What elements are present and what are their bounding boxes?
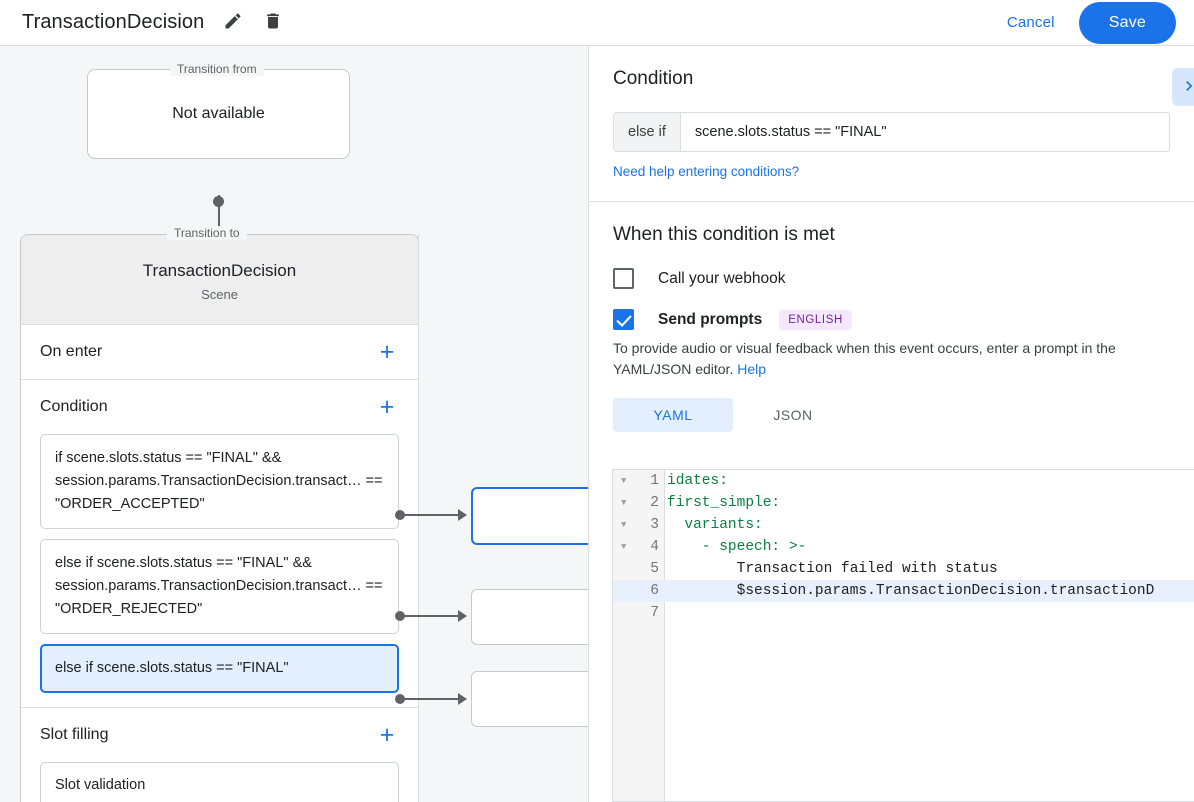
transition-from-value: Not available [172,105,265,122]
editor-line-number: 2 [650,495,659,511]
section-slot-filling: Slot filling + Slot validation [21,708,418,802]
chevron-right-icon [1179,76,1194,99]
pencil-icon [223,11,243,34]
editor-line-text: $session.params.TransactionDecision.tran… [667,583,1155,599]
editor-line-text: Transaction failed with status [667,561,998,577]
scene-card: TransactionDecision Scene On enter + Con… [20,234,419,802]
fold-triangle-icon[interactable]: ▼ [621,498,627,508]
transition-to-legend: Transition to [167,226,247,240]
editor-line-text: idates: [667,473,728,489]
prompts-description: To provide audio or visual feedback when… [613,338,1170,380]
edge-line [400,698,462,700]
condition-list-item[interactable]: if scene.slots.status == "FINAL" && sess… [40,434,399,529]
condition-list-item-selected[interactable]: else if scene.slots.status == "FINAL" [40,644,399,693]
editor-line-number: 7 [650,605,659,621]
webhook-row[interactable]: Call your webhook [613,268,1170,289]
editor-line[interactable]: 6 $session.params.TransactionDecision.tr… [613,580,1194,602]
tab-yaml[interactable]: YAML [613,398,733,432]
edge-arrowhead [458,509,467,521]
edit-name-button[interactable] [218,8,248,38]
trash-icon [263,11,283,34]
call-webhook-label: Call your webhook [658,269,786,287]
section-header-slot-filling: Slot filling + [21,708,418,762]
scene-card-header[interactable]: TransactionDecision Scene [21,235,418,325]
condition-prefix-label: else if [614,113,681,151]
send-prompts-label: Send prompts [658,310,763,328]
transition-target-box-active[interactable] [471,487,588,545]
edge-arrowhead [458,610,467,622]
save-button[interactable]: Save [1078,1,1176,44]
language-badge: ENGLISH [779,309,852,330]
cancel-button[interactable]: Cancel [995,6,1067,39]
editor-line-number: 6 [650,583,659,599]
editor-line-number-gutter [638,470,665,801]
editor-line-number: 5 [650,561,659,577]
condition-expression-input[interactable] [680,113,1169,151]
fold-triangle-icon[interactable]: ▼ [621,542,627,552]
transition-from-card[interactable]: Transition from Not available [87,62,350,159]
app-header: TransactionDecision Cancel Save [0,0,1194,46]
editor-line-text: - speech: >- [667,539,807,555]
editor-line-text: variants: [667,517,763,533]
editor-line-number: 1 [650,473,659,489]
section-header-condition: Condition + [21,380,418,434]
condition-section: Condition else if Need help entering con… [589,46,1194,202]
section-title-condition: Condition [40,398,108,415]
condition-heading: Condition [613,68,694,89]
scene-name: TransactionDecision [142,261,297,280]
edge-arrowhead [458,693,467,705]
edge-line [400,514,462,516]
canvas-guide-line [418,234,419,802]
editor-content[interactable]: ▼ 1 idates: ▼ 2 first_simple: ▼ 3 variants: ▼ 4 -… [613,470,1194,801]
editor-line-number: 3 [650,517,659,533]
delete-button[interactable] [258,8,288,38]
editor-line[interactable]: ▼ 1 idates: [613,470,1194,492]
when-condition-met-section: When this condition is met Call your web… [589,202,1194,464]
transition-from-legend: Transition from [170,62,264,76]
fold-triangle-icon[interactable]: ▼ [621,476,627,486]
condition-input-row: else if [613,112,1170,152]
condition-help-link[interactable]: Need help entering conditions? [613,164,800,179]
when-condition-met-heading: When this condition is met [613,224,835,245]
slot-validation-item[interactable]: Slot validation [40,762,399,802]
add-condition-button[interactable]: + [374,394,400,420]
yaml-editor[interactable]: ▼ 1 idates: ▼ 2 first_simple: ▼ 3 variants: ▼ 4 -… [612,469,1194,802]
editor-line[interactable]: 5 Transaction failed with status [613,558,1194,580]
condition-list-item[interactable]: else if scene.slots.status == "FINAL" &&… [40,539,399,634]
page-title: TransactionDecision [22,11,205,33]
editor-line[interactable]: ▼ 4 - speech: >- [613,536,1194,558]
editor-line-text: first_simple: [667,495,781,511]
call-webhook-checkbox[interactable] [613,268,634,289]
section-title-on-enter: On enter [40,343,103,360]
editor-line[interactable]: 7 [613,602,1194,624]
editor-line[interactable]: ▼ 3 variants: [613,514,1194,536]
fold-triangle-icon[interactable]: ▼ [621,520,627,530]
editor-fold-column [613,470,638,801]
send-prompts-row[interactable]: Send prompts ENGLISH [613,309,1170,330]
add-slot-filling-button[interactable]: + [374,722,400,748]
section-title-slot-filling: Slot filling [40,726,109,743]
section-on-enter: On enter + [21,325,418,380]
section-header-on-enter: On enter + [21,325,418,379]
edge-line [400,615,462,617]
section-condition: Condition + if scene.slots.status == "FI… [21,380,418,708]
transition-target-box[interactable] [471,671,588,727]
send-prompts-checkbox[interactable] [613,309,634,330]
prompts-help-link[interactable]: Help [737,361,767,377]
scene-canvas: Transition from Not available Transition… [0,46,588,802]
editor-format-tabs: YAML JSON [613,398,1170,432]
editor-line-number: 4 [650,539,659,555]
tab-json[interactable]: JSON [773,407,813,423]
scene-type: Scene [201,287,238,302]
prompts-description-text: To provide audio or visual feedback when… [613,340,1116,377]
transition-target-box[interactable] [471,589,588,645]
editor-line[interactable]: ▼ 2 first_simple: [613,492,1194,514]
add-on-enter-button[interactable]: + [374,339,400,365]
collapse-panel-button[interactable] [1172,68,1194,106]
